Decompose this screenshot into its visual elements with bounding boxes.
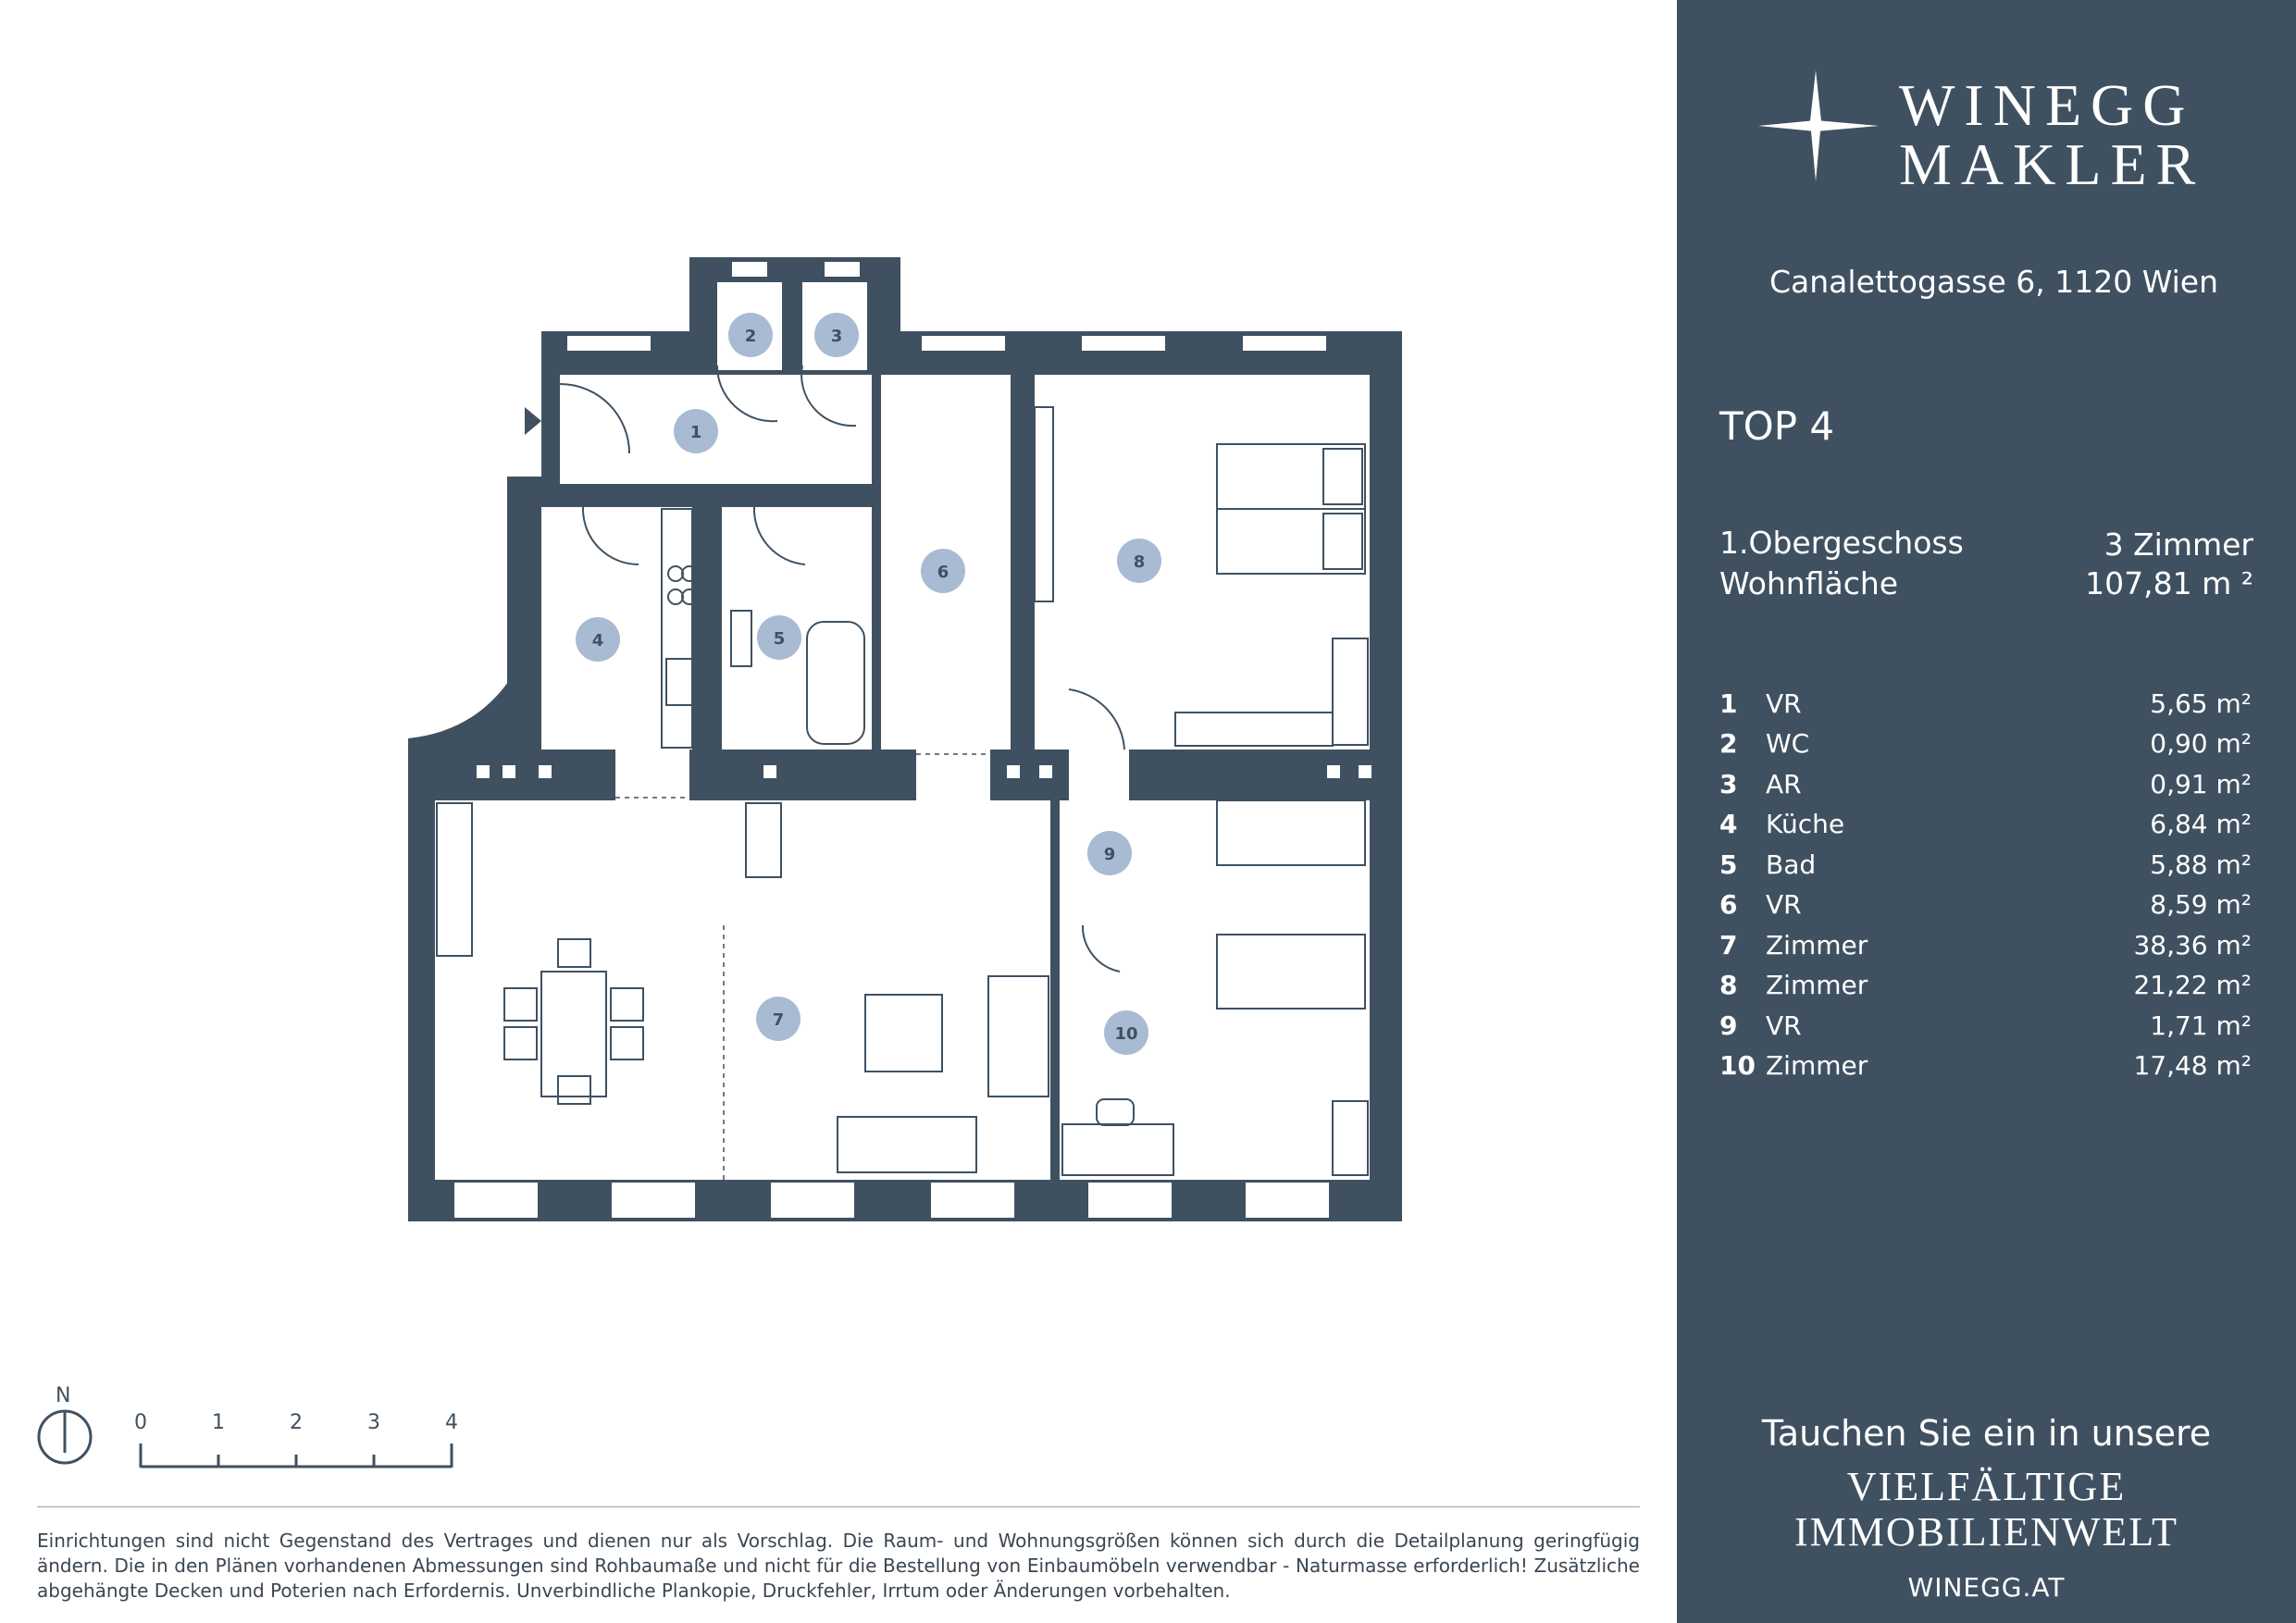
room-name: VR xyxy=(1766,1010,1802,1041)
compass-star-icon xyxy=(1758,70,1879,181)
room-area: 38,36 m² xyxy=(2133,930,2252,960)
room-name: Zimmer xyxy=(1766,1050,1868,1081)
living-area-label: Wohnfläche xyxy=(1719,565,1899,601)
furniture xyxy=(436,365,1369,1176)
unit-title: TOP 4 xyxy=(1719,403,1835,449)
room-num: 5 xyxy=(1719,849,1738,880)
brand-line1: WINEGG xyxy=(1899,72,2195,138)
compass-label: N xyxy=(56,1384,71,1407)
room-area: 5,88 m² xyxy=(2150,849,2252,880)
badge-4: 4 xyxy=(592,631,604,650)
room-num: 9 xyxy=(1719,1010,1738,1041)
badge-2: 2 xyxy=(745,327,757,346)
scale-tick-2: 2 xyxy=(290,1411,303,1434)
entrance-marker xyxy=(525,407,541,435)
room-row-6: 6 VR 8,59 m² xyxy=(1719,889,2252,923)
website-link[interactable]: WINEGG.AT xyxy=(1907,1572,2066,1603)
room-row-3: 3 AR 0,91 m² xyxy=(1719,769,2252,802)
room-name: Küche xyxy=(1766,809,1845,839)
room-row-7: 7 Zimmer 38,36 m² xyxy=(1719,930,2252,963)
room-area: 6,84 m² xyxy=(2150,809,2252,839)
room-num: 3 xyxy=(1719,769,1738,799)
tagline-line3: IMMOBILIENWELT xyxy=(1794,1509,2178,1555)
scale-tick-1: 1 xyxy=(212,1411,225,1434)
badge-6: 6 xyxy=(937,563,949,582)
floor-label: 1.Obergeschoss xyxy=(1719,525,1964,561)
brand-line2: MAKLER xyxy=(1899,131,2205,197)
room-area: 17,48 m² xyxy=(2133,1050,2252,1081)
badge-5: 5 xyxy=(774,629,786,649)
scale-bar xyxy=(139,1443,453,1468)
room-name: VR xyxy=(1766,688,1802,719)
room-row-4: 4 Küche 6,84 m² xyxy=(1719,809,2252,842)
living-area-value: 107,81 m ² xyxy=(2085,565,2253,601)
room-row-5: 5 Bad 5,88 m² xyxy=(1719,849,2252,883)
badge-7: 7 xyxy=(773,1010,785,1030)
room-name: AR xyxy=(1766,769,1802,799)
room-row-8: 8 Zimmer 21,22 m² xyxy=(1719,970,2252,1003)
room-name: Zimmer xyxy=(1766,930,1868,960)
tagline-line2: VIELFÄLTIGE xyxy=(1846,1464,2127,1509)
room-num: 7 xyxy=(1719,930,1738,960)
room-interiors xyxy=(435,282,1370,1180)
room-area: 5,65 m² xyxy=(2150,688,2252,719)
address: Canalettogasse 6, 1120 Wien xyxy=(1769,264,2219,300)
wall-vents xyxy=(477,765,1371,778)
room-row-10: 10 Zimmer 17,48 m² xyxy=(1719,1050,2252,1084)
compass-icon xyxy=(37,1409,93,1465)
badge-1: 1 xyxy=(690,423,702,442)
room-name: Zimmer xyxy=(1766,970,1868,1000)
plan-area: 1 2 3 4 5 6 7 8 9 10 N 0 1 2 3 4 xyxy=(37,257,1640,1602)
room-row-2: 2 WC 0,90 m² xyxy=(1719,728,2252,762)
openings xyxy=(615,753,990,1180)
badge-8: 8 xyxy=(1134,552,1146,572)
footer-divider xyxy=(37,1506,1640,1507)
tagline-line1: Tauchen Sie ein in unsere xyxy=(1761,1413,2212,1454)
badge-3: 3 xyxy=(831,327,843,346)
room-num: 6 xyxy=(1719,889,1738,920)
room-num: 10 xyxy=(1719,1050,1756,1081)
room-num: 4 xyxy=(1719,809,1738,839)
windows xyxy=(453,260,1331,1220)
room-row-9: 9 VR 1,71 m² xyxy=(1719,1010,2252,1044)
room-area: 1,71 m² xyxy=(2150,1010,2252,1041)
room-row-1: 1 VR 5,65 m² xyxy=(1719,688,2252,722)
floor-plan: 1 2 3 4 5 6 7 8 9 10 xyxy=(37,257,1402,1468)
room-badges: 1 2 3 4 5 6 7 8 9 10 xyxy=(576,313,1161,1055)
room-num: 2 xyxy=(1719,728,1738,759)
room-num: 8 xyxy=(1719,970,1738,1000)
room-area: 21,22 m² xyxy=(2133,970,2252,1000)
room-num: 1 xyxy=(1719,688,1738,719)
room-area: 8,59 m² xyxy=(2150,889,2252,920)
scale-tick-4: 4 xyxy=(445,1411,458,1434)
room-name: WC xyxy=(1766,728,1810,759)
rooms-count: 3 Zimmer xyxy=(2104,527,2253,563)
room-name: Bad xyxy=(1766,849,1817,880)
disclaimer-text: Einrichtungen sind nicht Gegenstand des … xyxy=(37,1530,1640,1602)
info-sidebar: WINEGG MAKLER Canalettogasse 6, 1120 Wie… xyxy=(1677,0,2296,1623)
room-name: VR xyxy=(1766,889,1802,920)
badge-10: 10 xyxy=(1114,1024,1137,1044)
room-area: 0,91 m² xyxy=(2150,769,2252,799)
badge-9: 9 xyxy=(1104,845,1116,864)
scale-tick-3: 3 xyxy=(367,1411,380,1434)
scale-tick-0: 0 xyxy=(134,1411,147,1434)
room-area: 0,90 m² xyxy=(2150,728,2252,759)
